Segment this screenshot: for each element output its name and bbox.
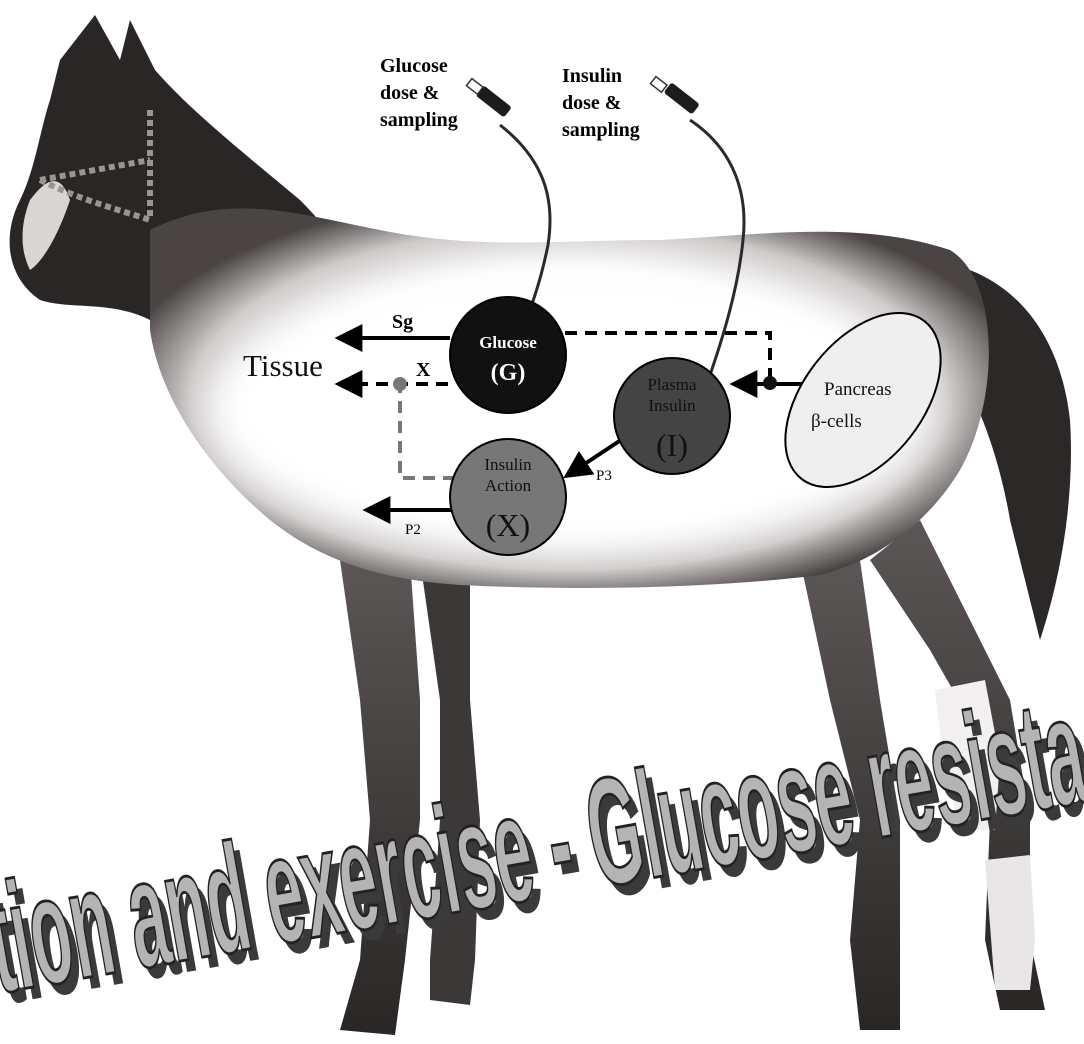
insulin-syringe-tip xyxy=(650,77,667,93)
plasma-insulin-node: Plasma Insulin (I) xyxy=(614,358,730,474)
insulin-action-node-line2: Action xyxy=(485,476,532,495)
pancreas-line2: β-cells xyxy=(811,411,862,432)
plasma-insulin-node-symbol: (I) xyxy=(656,427,688,463)
banner-text: tion and exercise - Glucose resista xyxy=(0,663,1084,1026)
tissue-label: Tissue xyxy=(243,348,323,383)
plasma-insulin-node-line2: Insulin xyxy=(648,396,696,415)
sg-label: Sg xyxy=(392,311,413,333)
insulin-action-node: Insulin Action (X) xyxy=(450,439,566,555)
insulin-action-node-symbol: (X) xyxy=(486,507,530,543)
insulin-action-node-line1: Insulin xyxy=(484,455,532,474)
glucose-syringe-label: Glucose dose & sampling xyxy=(380,55,458,131)
glucose-node-symbol: (G) xyxy=(491,360,526,386)
glucose-node-name: Glucose xyxy=(479,333,537,352)
plasma-insulin-node-line1: Plasma xyxy=(647,375,697,394)
insulin-syringe-barrel xyxy=(664,82,700,114)
x-label: X xyxy=(416,359,431,381)
wordart-banner: tion and exercise - Glucose resista tion… xyxy=(0,662,1084,1037)
x-junction-dot xyxy=(393,377,407,391)
insulin-syringe-label-line2: dose & xyxy=(562,92,621,114)
p3-label: P3 xyxy=(596,468,612,484)
pancreas-line1: Pancreas xyxy=(824,379,892,400)
insulin-syringe-label-line1: Insulin xyxy=(562,65,622,87)
glucose-node-circle xyxy=(450,297,566,413)
pancreas-junction-dot xyxy=(763,376,777,390)
glucose-node: Glucose (G) xyxy=(450,297,566,413)
insulin-syringe-label-line3: sampling xyxy=(562,119,640,141)
glucose-syringe-label-line2: dose & xyxy=(380,82,439,104)
glucose-syringe-label-line3: sampling xyxy=(380,109,458,131)
p2-label: P2 xyxy=(405,522,421,538)
glucose-syringe-label-line1: Glucose xyxy=(380,55,448,77)
insulin-syringe-label: Insulin dose & sampling xyxy=(562,65,640,141)
